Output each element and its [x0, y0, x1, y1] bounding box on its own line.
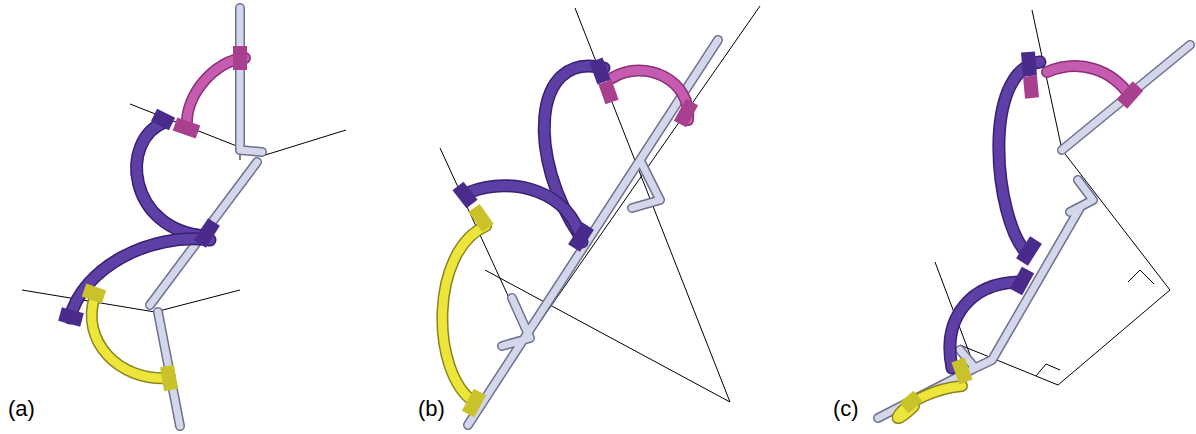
arc-links — [70, 58, 1130, 418]
panel-label: (b) — [418, 396, 445, 422]
shafts — [150, 8, 1190, 426]
construction-lines — [22, 4, 1170, 428]
collars — [60, 46, 1138, 414]
panel-label: (c) — [833, 396, 859, 422]
panel-label: (a) — [8, 396, 35, 422]
